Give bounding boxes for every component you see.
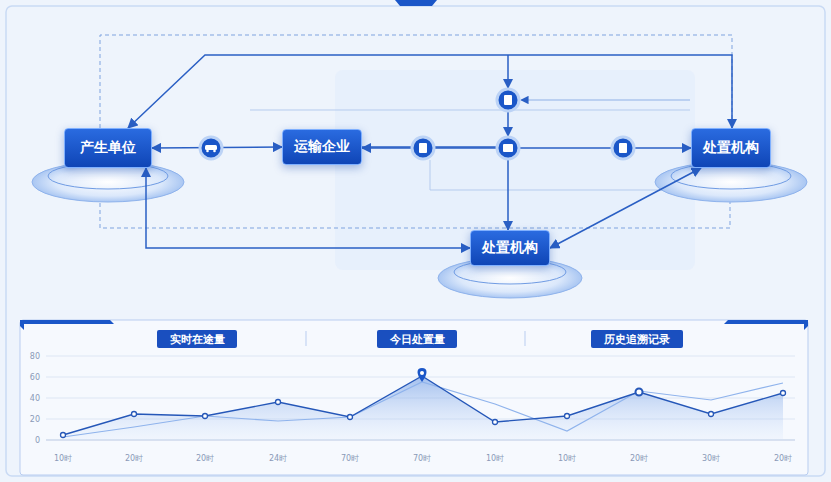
platform	[32, 162, 184, 202]
axis-label: 80	[30, 352, 40, 361]
tab-header: 实时在途量	[157, 330, 237, 348]
dashed-guide	[100, 168, 730, 228]
axis-label: 70时	[341, 453, 359, 464]
process-box: 处置机构	[691, 128, 771, 168]
chart-pin	[418, 368, 427, 382]
node-label: 处置机构	[482, 239, 538, 257]
flow-icon	[412, 137, 434, 159]
chart-area	[63, 376, 783, 440]
axis-label: 20时	[630, 453, 648, 464]
axis-label: 70时	[413, 453, 431, 464]
chart-panel	[20, 320, 808, 475]
process-box: 运输企业	[282, 129, 362, 165]
flow-connector	[362, 147, 508, 230]
chart-marker	[61, 389, 786, 438]
flow-connector	[146, 168, 470, 248]
node-label: 运输企业	[294, 138, 350, 156]
chart-line	[63, 382, 783, 437]
axis-label: 60	[30, 373, 40, 382]
flow-icon	[612, 137, 634, 159]
node-label: 产生单位	[80, 139, 136, 157]
node-label: 处置机构	[703, 139, 759, 157]
flow-icon	[200, 137, 222, 159]
node-label: 历史追溯记录	[604, 332, 670, 347]
axis-label: 30时	[702, 453, 720, 464]
flow-arrow	[507, 55, 509, 88]
axis-label: 20	[30, 415, 40, 424]
platform	[655, 162, 807, 202]
axis-label: 20时	[125, 453, 143, 464]
grid	[46, 356, 795, 440]
flow-connector	[152, 147, 282, 148]
process-box: 处置机构	[470, 230, 550, 266]
tab-header: 今日处置量	[377, 330, 457, 348]
dashed-guide	[100, 35, 732, 128]
bg-panel	[335, 70, 695, 270]
axis-label: 24时	[269, 453, 287, 464]
frame-tab	[395, 0, 437, 6]
flow-icon	[497, 89, 519, 111]
panel-corner	[20, 320, 114, 330]
tab-header: 历史追溯记录	[591, 330, 683, 348]
tab-separator	[306, 331, 307, 346]
flow-icon	[497, 137, 519, 159]
panel-corner	[724, 320, 808, 330]
axis-label: 20时	[774, 453, 792, 464]
axis-label: 0	[35, 436, 40, 445]
flow-arrow	[507, 112, 509, 136]
axis-label: 20时	[196, 453, 214, 464]
flow-connector	[550, 168, 701, 248]
process-box: 产生单位	[64, 128, 152, 168]
chart-line	[63, 376, 783, 435]
flow-connector	[128, 55, 732, 128]
axis-label: 10时	[486, 453, 504, 464]
axis-label: 10时	[558, 453, 576, 464]
faint-line	[250, 110, 690, 190]
node-label: 实时在途量	[170, 332, 225, 347]
node-label: 今日处置量	[390, 332, 445, 347]
frame	[6, 6, 825, 476]
axis-label: 10时	[54, 453, 72, 464]
axis-label: 40	[30, 394, 40, 403]
flow-arrow	[521, 99, 690, 100]
tab-separator	[525, 331, 526, 346]
